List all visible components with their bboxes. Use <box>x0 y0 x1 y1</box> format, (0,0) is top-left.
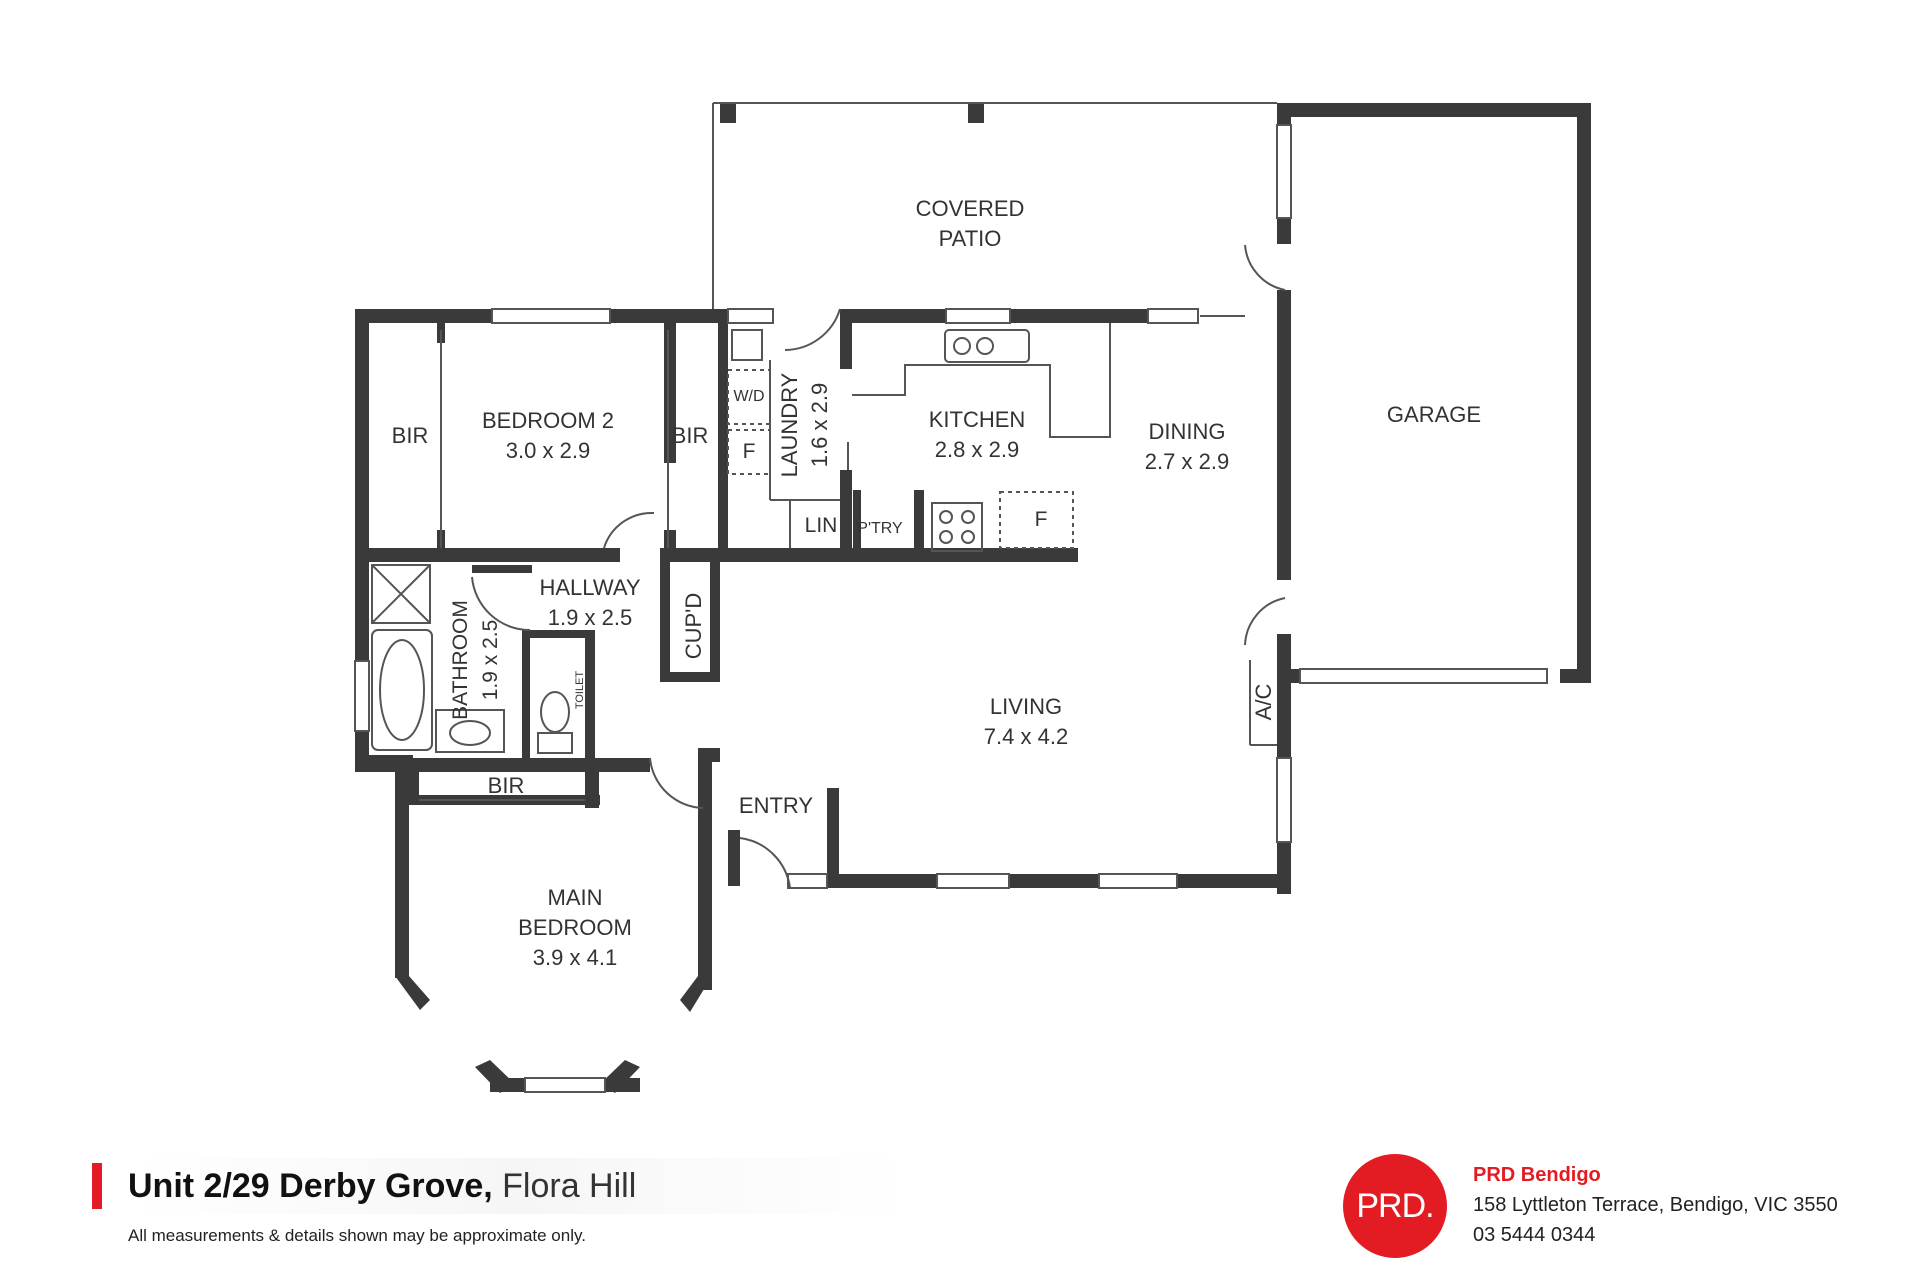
entry-label: ENTRY <box>739 791 813 821</box>
bedroom2-name: BEDROOM 2 <box>481 408 615 433</box>
agency-details: PRD Bendigo 158 Lyttleton Terrace, Bendi… <box>1473 1160 1838 1250</box>
wd-label: W/D <box>733 382 764 412</box>
living-label: LIVING 7.4 x 4.2 <box>984 692 1068 752</box>
covered-patio-name-1: COVERED <box>915 196 1025 221</box>
agency-name: PRD Bendigo <box>1473 1164 1601 1186</box>
prd-logo: PRD. <box>1343 1154 1447 1258</box>
disclaimer: All measurements & details shown may be … <box>128 1226 586 1245</box>
ptry-label: P'TRY <box>857 514 902 544</box>
kitchen-fridge-name: F <box>1034 508 1048 531</box>
agency-address: 158 Lyttleton Terrace, Bendigo, VIC 3550 <box>1473 1194 1838 1216</box>
main-bedroom-name-2: BEDROOM <box>518 915 632 940</box>
main-bedroom-dim: 3.9 x 4.1 <box>532 945 618 970</box>
address-highlight <box>128 1158 908 1214</box>
kitchen-fridge-label: F <box>1035 505 1048 535</box>
bir-left-label: BIR <box>392 421 429 451</box>
agency-phone: 03 5444 0344 <box>1473 1224 1596 1246</box>
entry-name: ENTRY <box>738 793 814 818</box>
kitchen-dim: 2.8 x 2.9 <box>934 437 1020 462</box>
laundry-dim: 1.6 x 2.9 <box>807 382 832 468</box>
address-suburb: Flora Hill <box>502 1167 637 1205</box>
ac-name: A/C <box>1251 683 1276 721</box>
dining-name: DINING <box>1148 419 1226 444</box>
property-address: Unit 2/29 Derby Grove, Flora Hill <box>128 1164 636 1208</box>
dining-dim: 2.7 x 2.9 <box>1144 449 1230 474</box>
cupd-label: CUP'D <box>679 593 709 660</box>
garage-name: GARAGE <box>1386 402 1482 427</box>
bir-right-name: BIR <box>671 423 709 448</box>
bir-main-name: BIR <box>487 773 525 798</box>
bir-left-name: BIR <box>391 423 429 448</box>
laundry-fridge-label: F <box>743 437 756 467</box>
main-bedroom-name-1: MAIN <box>547 885 603 910</box>
laundry-fridge-name: F <box>742 440 756 463</box>
bathroom-label: BATHROOM 1.9 x 2.5 <box>446 600 506 720</box>
garage-label: GARAGE <box>1387 400 1481 430</box>
covered-patio-label: COVERED PATIO <box>916 194 1025 254</box>
bir-right-label: BIR <box>672 421 709 451</box>
toilet-label: TOILET <box>565 671 595 709</box>
bathroom-dim: 1.9 x 2.5 <box>479 619 502 701</box>
living-dim: 7.4 x 4.2 <box>983 724 1069 749</box>
accent-bar <box>92 1163 102 1209</box>
bathroom-name: BATHROOM <box>449 600 472 720</box>
toilet-name: TOILET <box>574 670 586 710</box>
bedroom2-label: BEDROOM 2 3.0 x 2.9 <box>482 406 614 466</box>
hallway-dim: 1.9 x 2.5 <box>547 605 633 630</box>
living-name: LIVING <box>989 694 1063 719</box>
wd-name: W/D <box>733 388 765 405</box>
bedroom2-dim: 3.0 x 2.9 <box>505 438 591 463</box>
bir-main-label: BIR <box>488 771 525 801</box>
address-street: Unit 2/29 Derby Grove, <box>128 1167 493 1205</box>
laundry-label: LAUNDRY 1.6 x 2.9 <box>775 373 835 478</box>
dining-label: DINING 2.7 x 2.9 <box>1145 417 1229 477</box>
lin-name: LIN <box>804 514 838 537</box>
covered-patio-name-2: PATIO <box>938 226 1002 251</box>
kitchen-name: KITCHEN <box>928 407 1026 432</box>
kitchen-label: KITCHEN 2.8 x 2.9 <box>929 405 1026 465</box>
main-bedroom-label: MAIN BEDROOM 3.9 x 4.1 <box>518 883 632 973</box>
logo-text: PRD. <box>1356 1186 1434 1225</box>
lines <box>354 102 1548 1093</box>
laundry-name: LAUNDRY <box>777 372 802 478</box>
hallway-label: HALLWAY 1.9 x 2.5 <box>539 573 640 633</box>
lin-label: LIN <box>805 511 838 541</box>
ac-label: A/C <box>1249 684 1279 721</box>
cupd-name: CUP'D <box>681 592 706 660</box>
hallway-name: HALLWAY <box>539 575 641 600</box>
ptry-name: P'TRY <box>857 520 903 537</box>
